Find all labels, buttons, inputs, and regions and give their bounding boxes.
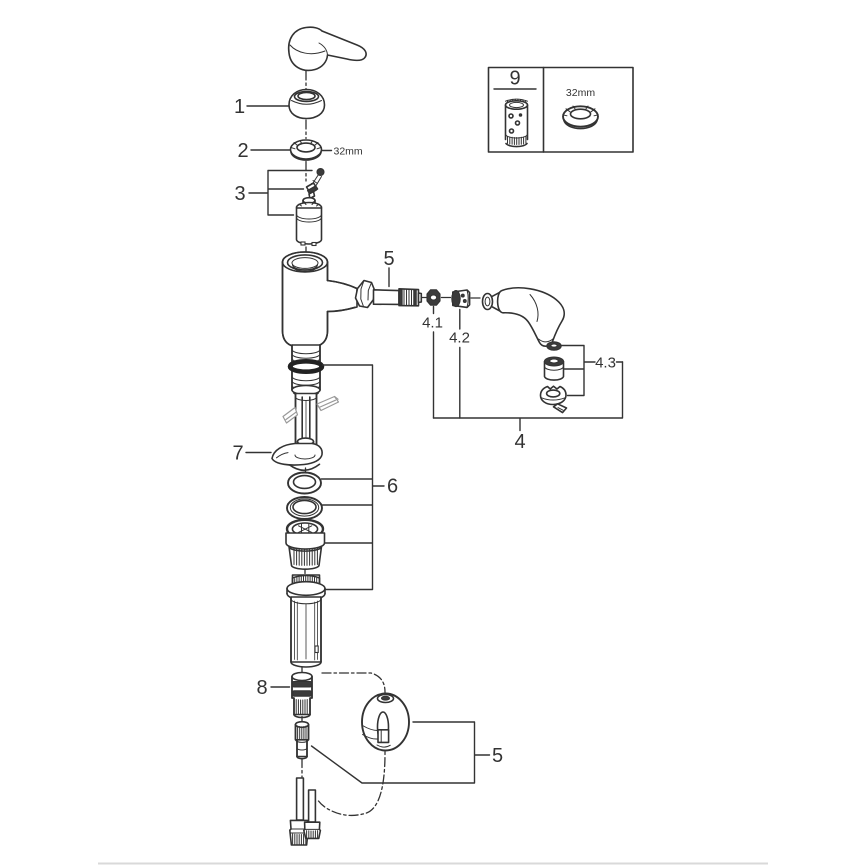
label-part-4-3: 4.3 (595, 355, 616, 372)
strainer-part6 (285, 518, 326, 570)
wing-plates (282, 395, 340, 424)
bracket-part3 (248, 169, 313, 216)
bracket-part6 (320, 364, 385, 591)
cartridge-part3 (295, 196, 323, 247)
bracket-part4-3 (561, 344, 624, 397)
washer-lower-part6 (286, 496, 323, 520)
label-part-4-1: 4.1 (422, 315, 443, 332)
mounting-ring-part2 (289, 139, 323, 161)
kit-ring-drawing: 32mm (562, 87, 599, 130)
threaded-shank (287, 344, 325, 397)
oring-part4-3 (546, 341, 562, 351)
mounting-plate-part7 (271, 437, 323, 472)
hose-nut-part4-1 (426, 289, 441, 306)
mousseur-part4-3 (543, 356, 565, 381)
callouts: 1 2 32mm 3 5 4.1 4.2 4.3 4 7 6 8 5 (232, 96, 624, 784)
label-part-5-hose: 5 (492, 745, 503, 767)
label-part-5-spout: 5 (383, 248, 394, 270)
spray-ring-part4-3 (539, 385, 568, 414)
label-part-9: 9 (509, 68, 520, 90)
label-part-4: 4 (514, 431, 525, 453)
screw-part3 (311, 167, 325, 187)
bracket-part4 (432, 361, 624, 432)
label-part-7: 7 (232, 443, 243, 465)
hose-connector-lower (294, 720, 310, 760)
valve-stem-part3 (305, 182, 319, 200)
label-part-1: 1 (234, 96, 245, 118)
sleeve-cylinder-part6 (286, 574, 326, 668)
label-part-2: 2 (237, 140, 248, 162)
shank-oring (287, 358, 325, 374)
supply-hoses (289, 777, 322, 846)
label-part-8: 8 (256, 677, 267, 699)
label-part-3: 3 (234, 183, 245, 205)
mounting-tube (294, 392, 318, 446)
label-size-32mm: 32mm (334, 146, 363, 158)
check-valve-part8 (291, 671, 313, 719)
kit-cartridge-drawing (504, 98, 529, 148)
label-part-6: 6 (387, 476, 398, 498)
spout-hose-end-part5 (372, 288, 423, 307)
kit-box-frame (487, 66, 634, 153)
lever-handle (287, 26, 367, 72)
label-kit-size: 32mm (566, 87, 595, 99)
hose-path-dashdot (317, 672, 386, 817)
kit-box-part9: 9 32mm (487, 66, 634, 153)
hose-connector-part4-2 (451, 289, 471, 309)
washer-upper-part6 (287, 471, 322, 495)
label-part-4-2: 4.2 (449, 330, 470, 347)
hose-weight (361, 692, 410, 752)
handle-cap-part1 (288, 88, 326, 120)
bracket-part5-hose (310, 721, 491, 784)
assembly-axis-lines (301, 70, 483, 817)
